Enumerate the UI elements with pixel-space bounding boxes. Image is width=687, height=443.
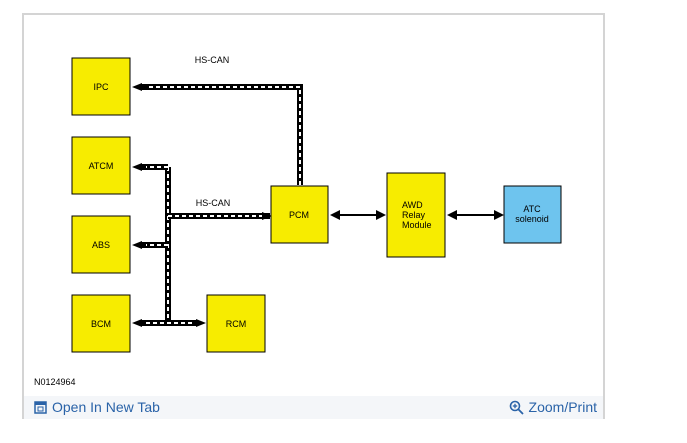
module-abs: ABS [71,215,131,274]
wiring-diagram: HS-CAN HS-CAN IPC ATCM ABS BCM RCM PCM [71,55,562,353]
diagram-footer: Open In New Tab Zoom/Print [24,396,603,419]
open-in-new-tab-link[interactable]: Open In New Tab [34,399,160,415]
open-in-new-tab-icon [34,400,47,414]
hs-can-label-middle: HS-CAN [196,198,231,208]
module-atcm: ATCM [71,136,131,195]
open-in-new-tab-label: Open In New Tab [52,399,160,415]
module-awd-label-line3: Module [402,220,432,230]
diagram-frame: HS-CAN HS-CAN IPC ATCM ABS BCM RCM PCM [22,13,605,419]
module-bcm: BCM [71,294,131,353]
module-atcm-label: ATCM [89,161,114,171]
module-bcm-label: BCM [91,319,111,329]
module-awd-relay: AWD Relay Module [386,172,446,258]
zoom-print-link[interactable]: Zoom/Print [509,399,597,415]
hs-can-bus [132,83,303,327]
module-pcm: PCM [270,185,329,244]
module-rcm-label: RCM [226,319,247,329]
solid-links [330,210,504,220]
module-abs-label: ABS [92,240,110,250]
module-ipc: IPC [71,57,131,116]
figure-id: N0124964 [34,377,76,387]
module-rcm: RCM [206,294,266,353]
zoom-in-icon [509,400,524,415]
hs-can-label-top: HS-CAN [195,55,230,65]
atc-solenoid-label-line2: solenoid [515,214,549,224]
atc-solenoid-label-line1: ATC [523,204,541,214]
module-awd-label-line1: AWD [402,200,423,210]
module-awd-label-line2: Relay [402,210,426,220]
module-ipc-label: IPC [93,82,109,92]
atc-solenoid: ATC solenoid [503,185,562,244]
zoom-print-label: Zoom/Print [528,399,597,415]
module-pcm-label: PCM [289,210,309,220]
